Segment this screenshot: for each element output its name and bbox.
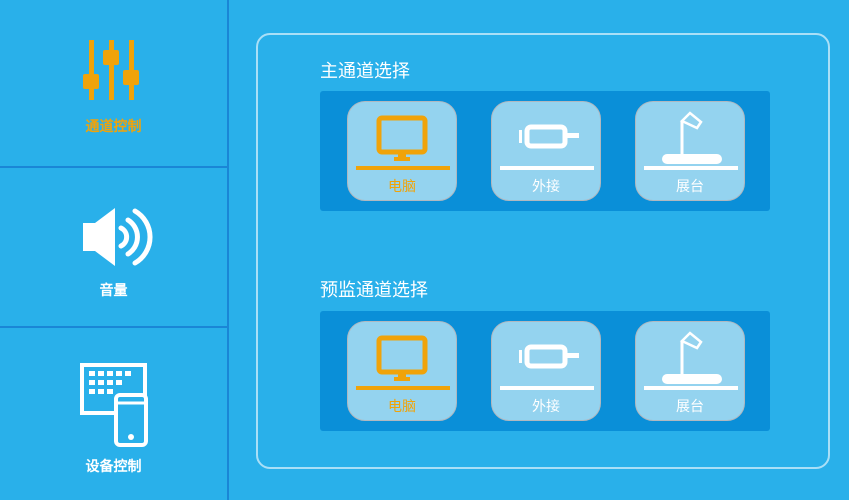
sidebar: 通道控制 音量 设备控制 (0, 0, 229, 500)
main-channel-title: 主通道选择 (320, 61, 410, 82)
channel-option-monitor[interactable]: 电脑 (347, 321, 457, 421)
connector-icon (500, 344, 594, 390)
channel-option-label: 外接 (532, 179, 560, 195)
sidebar-item-label: 设备控制 (85, 459, 142, 475)
tablet-phone-icon (80, 363, 148, 447)
channel-option-monitor[interactable]: 电脑 (347, 101, 457, 201)
monitor-icon (356, 115, 450, 170)
channel-option-document-camera[interactable]: 展台 (635, 101, 745, 201)
channel-option-label: 电脑 (388, 399, 416, 415)
sidebar-item-device-control[interactable]: 设备控制 (0, 328, 227, 500)
sidebar-item-label: 音量 (99, 283, 128, 299)
sliders-icon (83, 40, 139, 100)
channel-option-label: 展台 (676, 399, 704, 415)
channel-option-label: 外接 (532, 399, 560, 415)
monitor-icon (356, 335, 450, 390)
sidebar-item-volume[interactable]: 音量 (0, 168, 227, 326)
divider (0, 326, 227, 328)
document-camera-icon (644, 111, 738, 170)
channel-option-connector[interactable]: 外接 (491, 101, 601, 201)
channel-option-label: 展台 (676, 179, 704, 195)
preview-channel-title: 预监通道选择 (320, 280, 428, 301)
channel-option-label: 电脑 (388, 179, 416, 195)
channel-option-document-camera[interactable]: 展台 (635, 321, 745, 421)
preview-channel-options: 电脑 外接 展台 (320, 311, 770, 431)
document-camera-icon (644, 331, 738, 390)
channel-option-connector[interactable]: 外接 (491, 321, 601, 421)
connector-icon (500, 124, 594, 170)
speaker-icon (83, 208, 153, 266)
sidebar-item-channel-control[interactable]: 通道控制 (0, 0, 227, 166)
sidebar-item-label: 通道控制 (85, 119, 142, 135)
main-channel-options: 电脑 外接 展台 (320, 91, 770, 211)
divider (0, 166, 227, 168)
channel-panel (256, 33, 830, 469)
